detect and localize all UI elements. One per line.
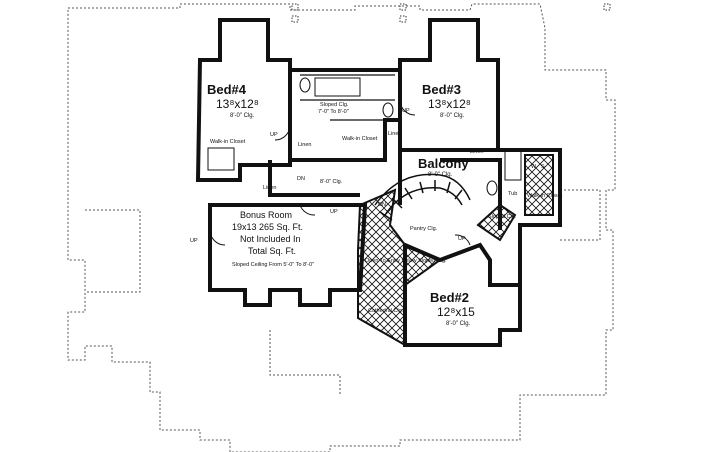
bed2-ceiling: 8'-0" Clg.: [446, 321, 471, 327]
bonus-note2: Total Sq. Ft.: [248, 246, 296, 256]
exterior-outline-right: [560, 189, 601, 241]
fixtures: [207, 77, 522, 196]
exterior-outline: [67, 3, 616, 452]
linen-label-4: Linen: [470, 149, 483, 155]
bed3-ceiling: 8'-0" Clg.: [440, 113, 465, 119]
hatched-open-area: [357, 188, 443, 347]
dn-label-2: DN: [378, 202, 386, 208]
balcony-label: Balcony: [418, 156, 469, 171]
w-label: W: [531, 164, 537, 170]
tub-label: Tub: [508, 191, 517, 197]
linen-label-1: Linen: [298, 142, 311, 148]
bed4-ceiling: 8'-0" Clg.: [230, 113, 255, 119]
up-label-4: UP: [330, 209, 338, 215]
s-label: S: [541, 164, 545, 170]
up-label-5: UP: [458, 236, 466, 242]
cathedral-label: Cathedral Clg.: [368, 308, 404, 314]
walkin-closet-bed4: Walk-in Closet: [210, 139, 246, 145]
bed3-label: Bed#3: [422, 82, 461, 97]
up-label-3: UP: [190, 238, 198, 244]
bonus-size: 19x13 265 Sq. Ft.: [232, 222, 303, 232]
up-label-1: UP: [270, 132, 278, 138]
up-label-2: UP: [402, 108, 410, 114]
bed4-label: Bed#4: [207, 82, 247, 97]
hatched-closet-right: [476, 203, 517, 242]
hall-ceiling: 8'-0" Clg.: [320, 179, 343, 185]
sloped-clg-label: Sloped Clg.: [320, 102, 349, 108]
sloped-clg-range: 7'-0" To 8'-0": [318, 109, 349, 115]
sloped-clg-right-label: Sloped Clg.: [488, 214, 517, 220]
curved-stair: [374, 173, 471, 221]
walls: [195, 18, 562, 347]
bonus-note1: Not Included In: [240, 234, 301, 244]
balcony-ceiling: 8'-0" Clg.: [428, 172, 453, 178]
bonus-label: Bonus Room: [240, 210, 292, 220]
corner-marks: [291, 3, 611, 23]
bed2-size: 12⁸x15: [437, 305, 475, 319]
linen-label-3: Linen: [263, 185, 276, 191]
walkin-closet-right: Walk-in Closet: [527, 193, 563, 199]
bed3-size: 13⁸x12⁸: [428, 97, 471, 111]
hatched-walkin-right: [524, 154, 554, 216]
dn-label-1: DN: [297, 176, 305, 182]
exterior-outline-bottom: [269, 330, 341, 395]
bed4-size: 13⁸x12⁸: [216, 97, 259, 111]
bonus-ceiling: Sloped Ceiling From 5'-0" To 8'-0": [232, 262, 314, 268]
pantry-label: Pantry Clg.: [410, 226, 438, 232]
exterior-outline-left: [85, 209, 141, 293]
walkin-closet-center: Walk-in Closet: [342, 136, 378, 142]
open-to-entry-label: Open To Entry Below Sloped Clg.: [365, 258, 447, 264]
linen-label-2: Linen: [388, 131, 401, 137]
bed2-label: Bed#2: [430, 290, 469, 305]
doors: [209, 99, 471, 246]
